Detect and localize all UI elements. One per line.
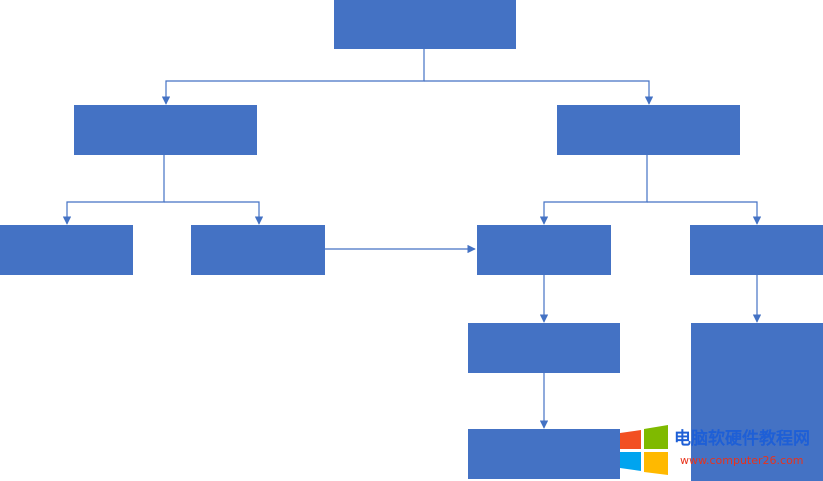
connector-left-to-leftleft bbox=[62, 155, 165, 225]
watermark-url: www.computer26.com bbox=[680, 454, 804, 467]
windows-logo-icon bbox=[620, 425, 668, 475]
connector-right-to-rightleft bbox=[539, 155, 648, 225]
logo-pane-yellow bbox=[644, 452, 668, 475]
connector-left-to-leftright bbox=[164, 201, 264, 225]
watermark-title: 电脑软硬件教程网 bbox=[674, 429, 810, 449]
connector-root-to-left bbox=[161, 49, 425, 105]
node-level3-center[interactable] bbox=[468, 323, 620, 373]
node-level1-right[interactable] bbox=[557, 105, 740, 155]
node-level1-left[interactable] bbox=[74, 105, 257, 155]
logo-pane-red bbox=[620, 430, 641, 449]
node-tall-right[interactable] bbox=[691, 323, 823, 481]
connector-lines bbox=[62, 49, 762, 429]
node-level2-right-b[interactable] bbox=[690, 225, 823, 275]
logo-pane-blue bbox=[620, 452, 641, 471]
node-level2-right-a[interactable] bbox=[477, 225, 611, 275]
node-level2-left-a[interactable] bbox=[0, 225, 133, 275]
node-level2-left-b[interactable] bbox=[191, 225, 325, 275]
logo-pane-green bbox=[644, 425, 668, 449]
site-watermark: 电脑软硬件教程网 www.computer26.com bbox=[618, 423, 818, 475]
node-level4-center[interactable] bbox=[468, 429, 620, 479]
connector-right-to-rightright bbox=[647, 201, 762, 225]
node-root[interactable] bbox=[334, 0, 516, 49]
connector-root-to-right bbox=[424, 80, 654, 105]
